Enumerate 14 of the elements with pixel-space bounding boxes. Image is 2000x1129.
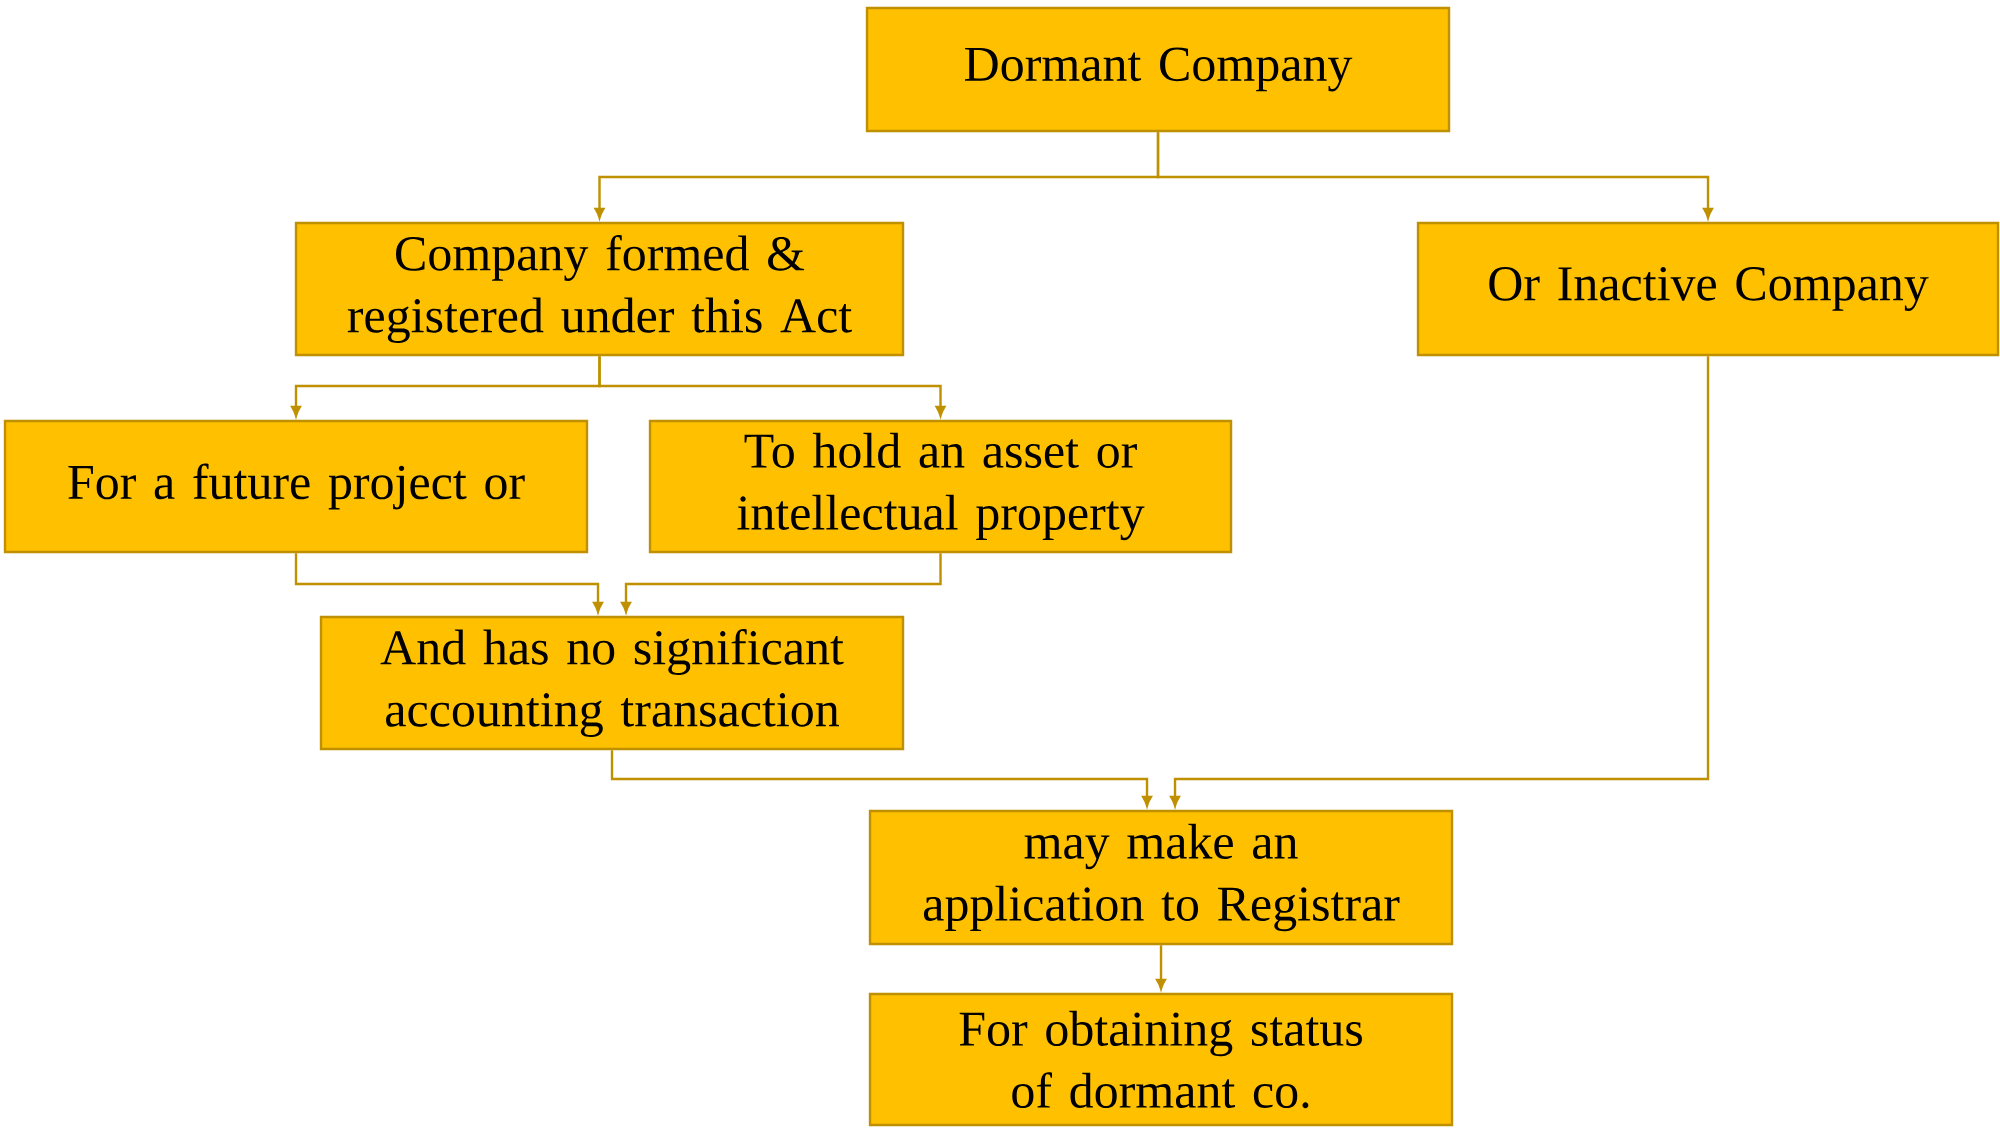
process-box: To hold an asset or intellectual property [648, 419, 1233, 554]
process-box: Dormant Company [865, 6, 1451, 133]
process-box: And has no significant accounting transaction [319, 615, 905, 751]
process-box: For obtaining status of dormant co. [868, 992, 1454, 1127]
process-box: may make an application to Registrar [868, 809, 1454, 946]
process-box: For a future project or [3, 419, 589, 554]
arrow [1156, 945, 1166, 990]
arrow [1156, 132, 1713, 219]
arrow [294, 553, 603, 613]
process-box: Or Inactive Company [1416, 221, 2000, 357]
process-box: Company formed & registered under this Act [294, 221, 905, 357]
arrow [621, 553, 942, 613]
arrow [610, 750, 1152, 807]
arrow [1170, 356, 1710, 807]
